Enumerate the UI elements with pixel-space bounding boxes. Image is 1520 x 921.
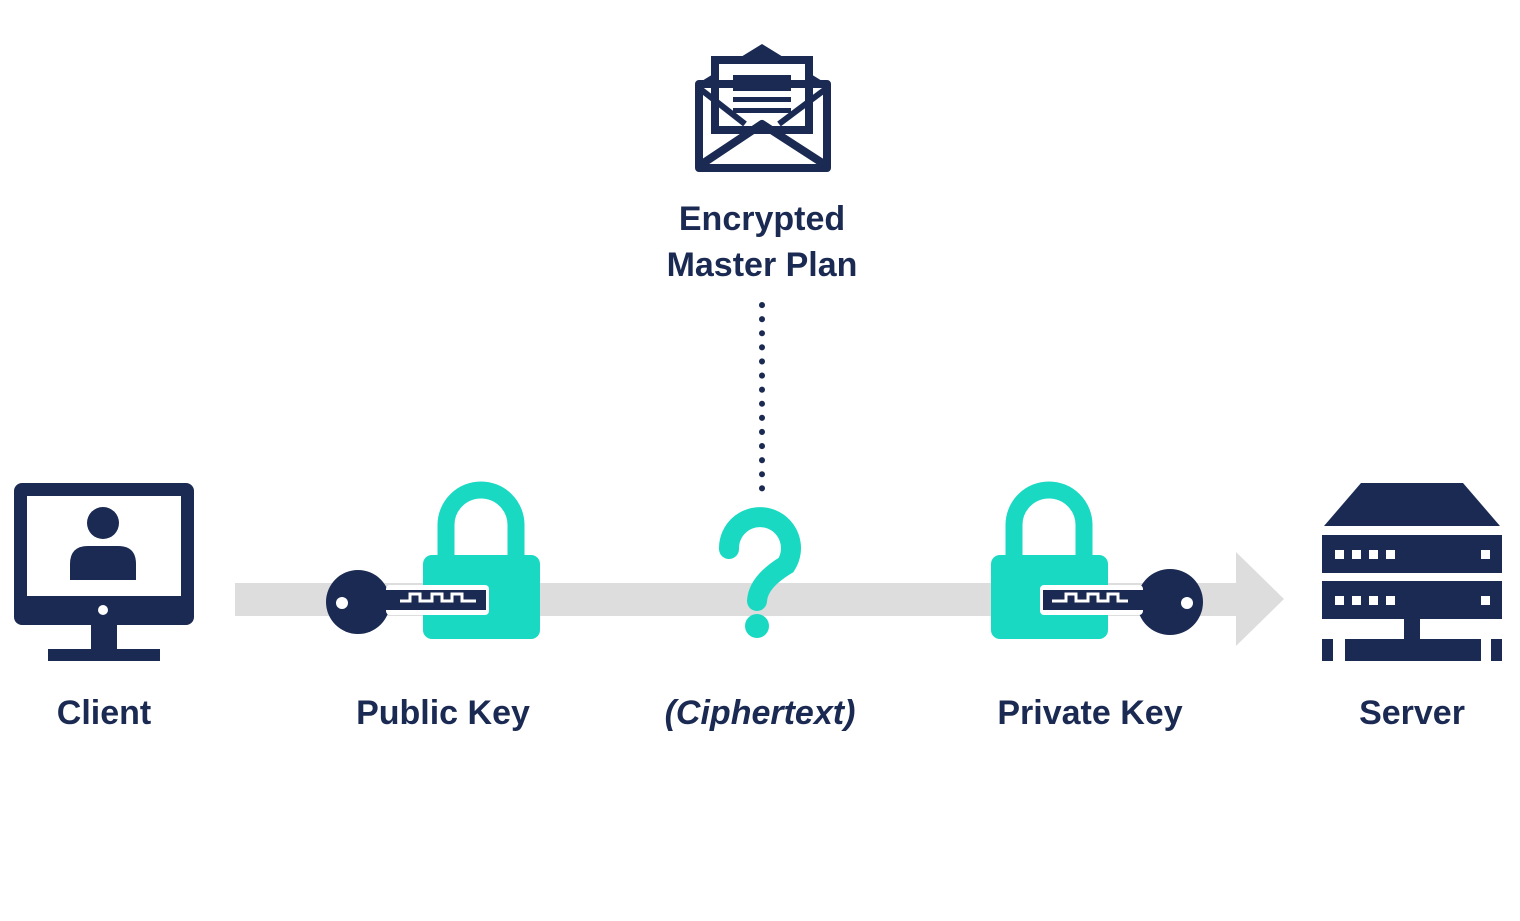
monitor-user-icon (14, 483, 194, 661)
padlock-key-icon (991, 481, 1203, 639)
server-rack-icon (1322, 483, 1502, 661)
envelope-document-icon (695, 44, 831, 172)
client-label: Client (56, 694, 152, 732)
ciphertext-label: (Ciphertext) (664, 694, 856, 732)
public-key-label: Public Key (356, 694, 530, 732)
message-label-line2: Master Plan (666, 246, 858, 284)
message-label: Encrypted Master Plan (667, 196, 858, 288)
padlock-key-icon (326, 481, 540, 639)
private-key-label: Private Key (997, 694, 1183, 732)
server-label: Server (1359, 694, 1465, 732)
message-label-line1: Encrypted (678, 200, 846, 238)
question-mark-icon (719, 507, 801, 638)
